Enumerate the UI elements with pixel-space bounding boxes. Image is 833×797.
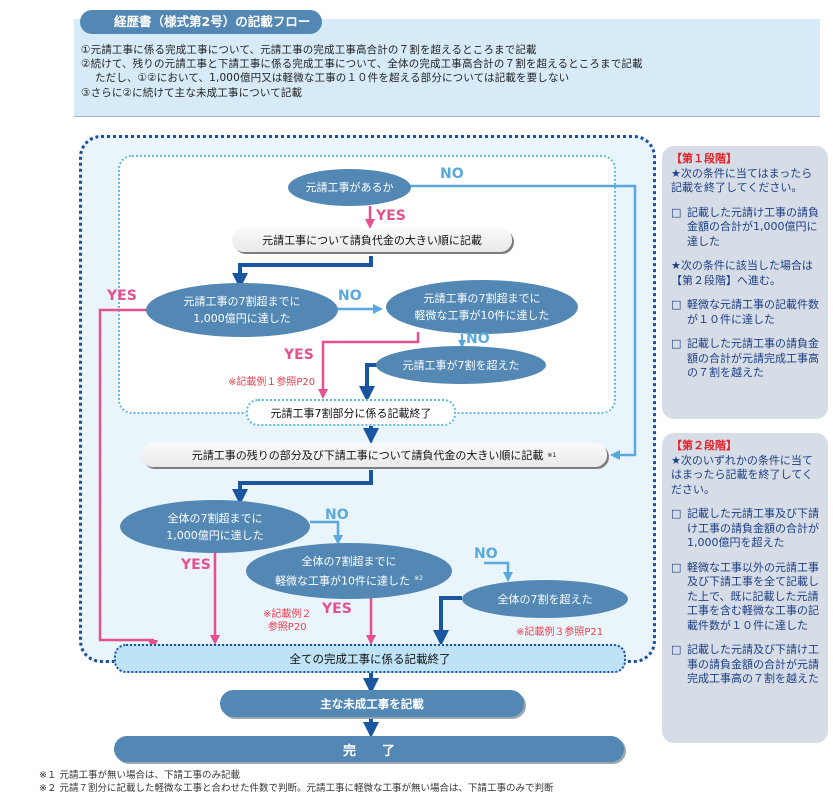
- condition-text: 軽微な元請工事の記載件数が１０件に達した: [687, 298, 819, 326]
- arrow-yes-q2: [318, 332, 420, 399]
- status-label: 全体の7割を超えた: [497, 592, 593, 606]
- step-label: 元請工事について請負代金の大きい順に記載: [262, 234, 482, 247]
- arrow-rest-to-q3: [232, 470, 373, 505]
- step-list-rest: 元請工事の残りの部分及び下請工事について請負代金の大きい順に記載※1: [141, 443, 607, 467]
- arrow-no-q3: [310, 520, 343, 545]
- status-prime-over70: 元請工事が7割を超えた: [376, 346, 546, 384]
- footnote-ref-1: ※1: [547, 451, 557, 459]
- ref-line2: 参照P20: [267, 622, 307, 633]
- step-label: 元請工事の残りの部分及び下請工事について請負代金の大きい順に記載: [191, 449, 544, 462]
- label-no-q2: NO: [466, 331, 490, 347]
- arrow-no-exists: [408, 184, 637, 460]
- step-label: 主な未成工事を記載: [320, 696, 424, 711]
- condition-text: 記載した元請及び下請け工事の請負金額の合計が元請完成工事高の７割を越えた: [687, 643, 819, 685]
- label-no-q1: NO: [338, 288, 362, 304]
- decision-label-line1: 元請工事の7割超までに: [423, 292, 541, 305]
- end-label: 全ての完成工事に係る記載終了: [289, 651, 451, 666]
- done-label: 完 了: [342, 743, 395, 759]
- footnote-2: ※２ 元請７割分に記載した軽微な工事と合わせた件数で判断。元請工事に軽微な工事が…: [39, 783, 554, 794]
- stage1-heading: 【第１段階】: [671, 152, 737, 165]
- checkbox-icon: □: [671, 298, 682, 311]
- stage2-intro: ★次のいずれかの条件に当てはまったら記載を終了してください。: [671, 453, 813, 496]
- step-list-prime: 元請工事について請負代金の大きい順に記載: [232, 228, 512, 252]
- checkbox-icon: □: [671, 643, 682, 656]
- decision-prime-exists: 元請工事があるか: [288, 169, 411, 206]
- decision-prime-1000: 元請工事の7割超までに 1,000億円に達した: [146, 283, 338, 337]
- decision-all-1000: 全体の7割超までに 1,000億円に達した: [120, 500, 310, 553]
- decision-prime-minor10: 元請工事の7割超までに軽微な工事が10件に達した: [386, 280, 578, 334]
- side-panel-stage2: 【第２段階】 ★次のいずれかの条件に当てはまったら記載を終了してください。 □ 記…: [662, 433, 828, 743]
- condition-text: 記載した元請け工事の請負金額の合計が1,000億円に達した: [687, 205, 819, 248]
- decision-label-line2: 軽微な工事が10件に達した: [275, 574, 411, 588]
- stage1-condition: □ 記載した元請け工事の請負金額の合計が1,000億円に達した: [671, 206, 822, 250]
- intro-line-4: ③さらに②に続けて主な未成工事について記載: [81, 87, 303, 99]
- decision-label-line2: 1,000億円に達した: [193, 312, 291, 325]
- arrow-no-q4: [484, 561, 513, 582]
- label-no-q3: NO: [325, 507, 349, 523]
- condition-text: 記載した元請工事の請負金額の合計が元請完成工事高の７割を越えた: [687, 337, 819, 379]
- decision-label-line2: 1,000億円に達した: [166, 528, 264, 542]
- footnote-ref-2: ※2: [414, 574, 423, 582]
- checkbox-icon: □: [671, 560, 682, 574]
- label-yes-q3: YES: [181, 557, 211, 573]
- arrow-list-to-q1: [232, 256, 373, 289]
- stage2-condition: □ 軽微な工事以外の元請工事及び下請工事を全て記載した上で、既に記載した元請工事を…: [671, 561, 822, 634]
- decision-label: 元請工事があるか: [305, 181, 394, 194]
- stage1-intro: ★次の条件に当てはまったら記載を終了してください。: [671, 166, 813, 195]
- status-label: 元請工事が7割を超えた: [402, 358, 520, 372]
- stage2-condition: □ 記載した元請及び下請け工事の請負金額の合計が元請完成工事高の７割を越えた: [671, 643, 822, 687]
- status-all-over70: 全体の7割を超えた: [462, 580, 628, 618]
- step-unfinished: 主な未成工事を記載: [220, 690, 524, 717]
- decision-label-line2: 軽微な工事が10件に達した: [414, 309, 550, 322]
- label-yes-q1: YES: [107, 288, 137, 304]
- label-yes-q2: YES: [284, 347, 314, 363]
- ref-example-1: ※記載例１参照P20: [228, 377, 316, 388]
- stage1-condition: □ 記載した元請工事の請負金額の合計が元請完成工事高の７割を越えた: [671, 337, 822, 381]
- ref-example-2: ※記載例２ 参照P20: [263, 608, 311, 634]
- checkbox-icon: □: [671, 205, 682, 219]
- ref-line1: ※記載例２: [263, 609, 312, 620]
- prime-end: 元請工事7割部分に係る記載終了: [246, 399, 456, 426]
- label-yes-exists: YES: [376, 208, 406, 224]
- all-end: 全ての完成工事に係る記載終了: [114, 644, 626, 673]
- decision-all-minor10: 全体の7割超までに軽微な工事が10件に達した※2: [246, 543, 452, 599]
- label-no-exists: NO: [440, 166, 464, 182]
- condition-text: 記載した元請工事及び下請け工事の請負金額の合計が1,000億円を超えた: [687, 507, 819, 549]
- stage2-heading: 【第２段階】: [671, 439, 737, 452]
- stage1-condition: □ 軽微な元請工事の記載件数が１０件に達した: [671, 298, 822, 327]
- intro-line-2: ②続けて、残りの元請工事と下請工事に係る完成工事について、全体の完成工事高合計の…: [81, 58, 643, 70]
- arrow-allover-to-end: [433, 596, 462, 646]
- label-yes-q4: YES: [322, 601, 352, 617]
- condition-text: 軽微な工事以外の元請工事及び下請工事を全て記載した上で、既に記載した元請工事を含…: [687, 560, 819, 632]
- done: 完 了: [114, 736, 624, 762]
- label-no-q4: NO: [474, 546, 498, 562]
- intro-line-1: ①元請工事に係る完成工事について、元請工事の完成工事高合計の７割を超えるところま…: [81, 44, 537, 56]
- ref-example-3: ※記載例３参照P21: [516, 627, 604, 638]
- side-panel-stage1: 【第１段階】 ★次の条件に当てはまったら記載を終了してください。 □ 記載した元請…: [662, 146, 828, 419]
- decision-label-line1: 元請工事の7割超までに: [183, 295, 301, 308]
- decision-label-line1: 全体の7割超までに: [301, 554, 397, 568]
- page-title: 経歴書（様式第2号）の記載フロー: [80, 10, 322, 34]
- checkbox-icon: □: [671, 337, 682, 350]
- intro-line-3: ただし、①②において、1,000億円又は軽微な工事の１０件を超える部分については…: [95, 72, 570, 84]
- arrow-yes-q1: [98, 308, 158, 650]
- end-label: 元請工事7割部分に係る記載終了: [270, 406, 432, 420]
- stage1-intro2: ★次の条件に該当した場合は【第２段階】へ進む。: [671, 259, 813, 287]
- intro-panel: [74, 19, 820, 117]
- decision-label-line1: 全体の7割超までに: [167, 511, 263, 525]
- checkbox-icon: □: [671, 507, 682, 520]
- stage2-condition: □ 記載した元請工事及び下請け工事の請負金額の合計が1,000億円を超えた: [671, 507, 822, 551]
- footnote-1: ※１ 元請工事が無い場合は、下請工事のみ記載: [39, 770, 240, 781]
